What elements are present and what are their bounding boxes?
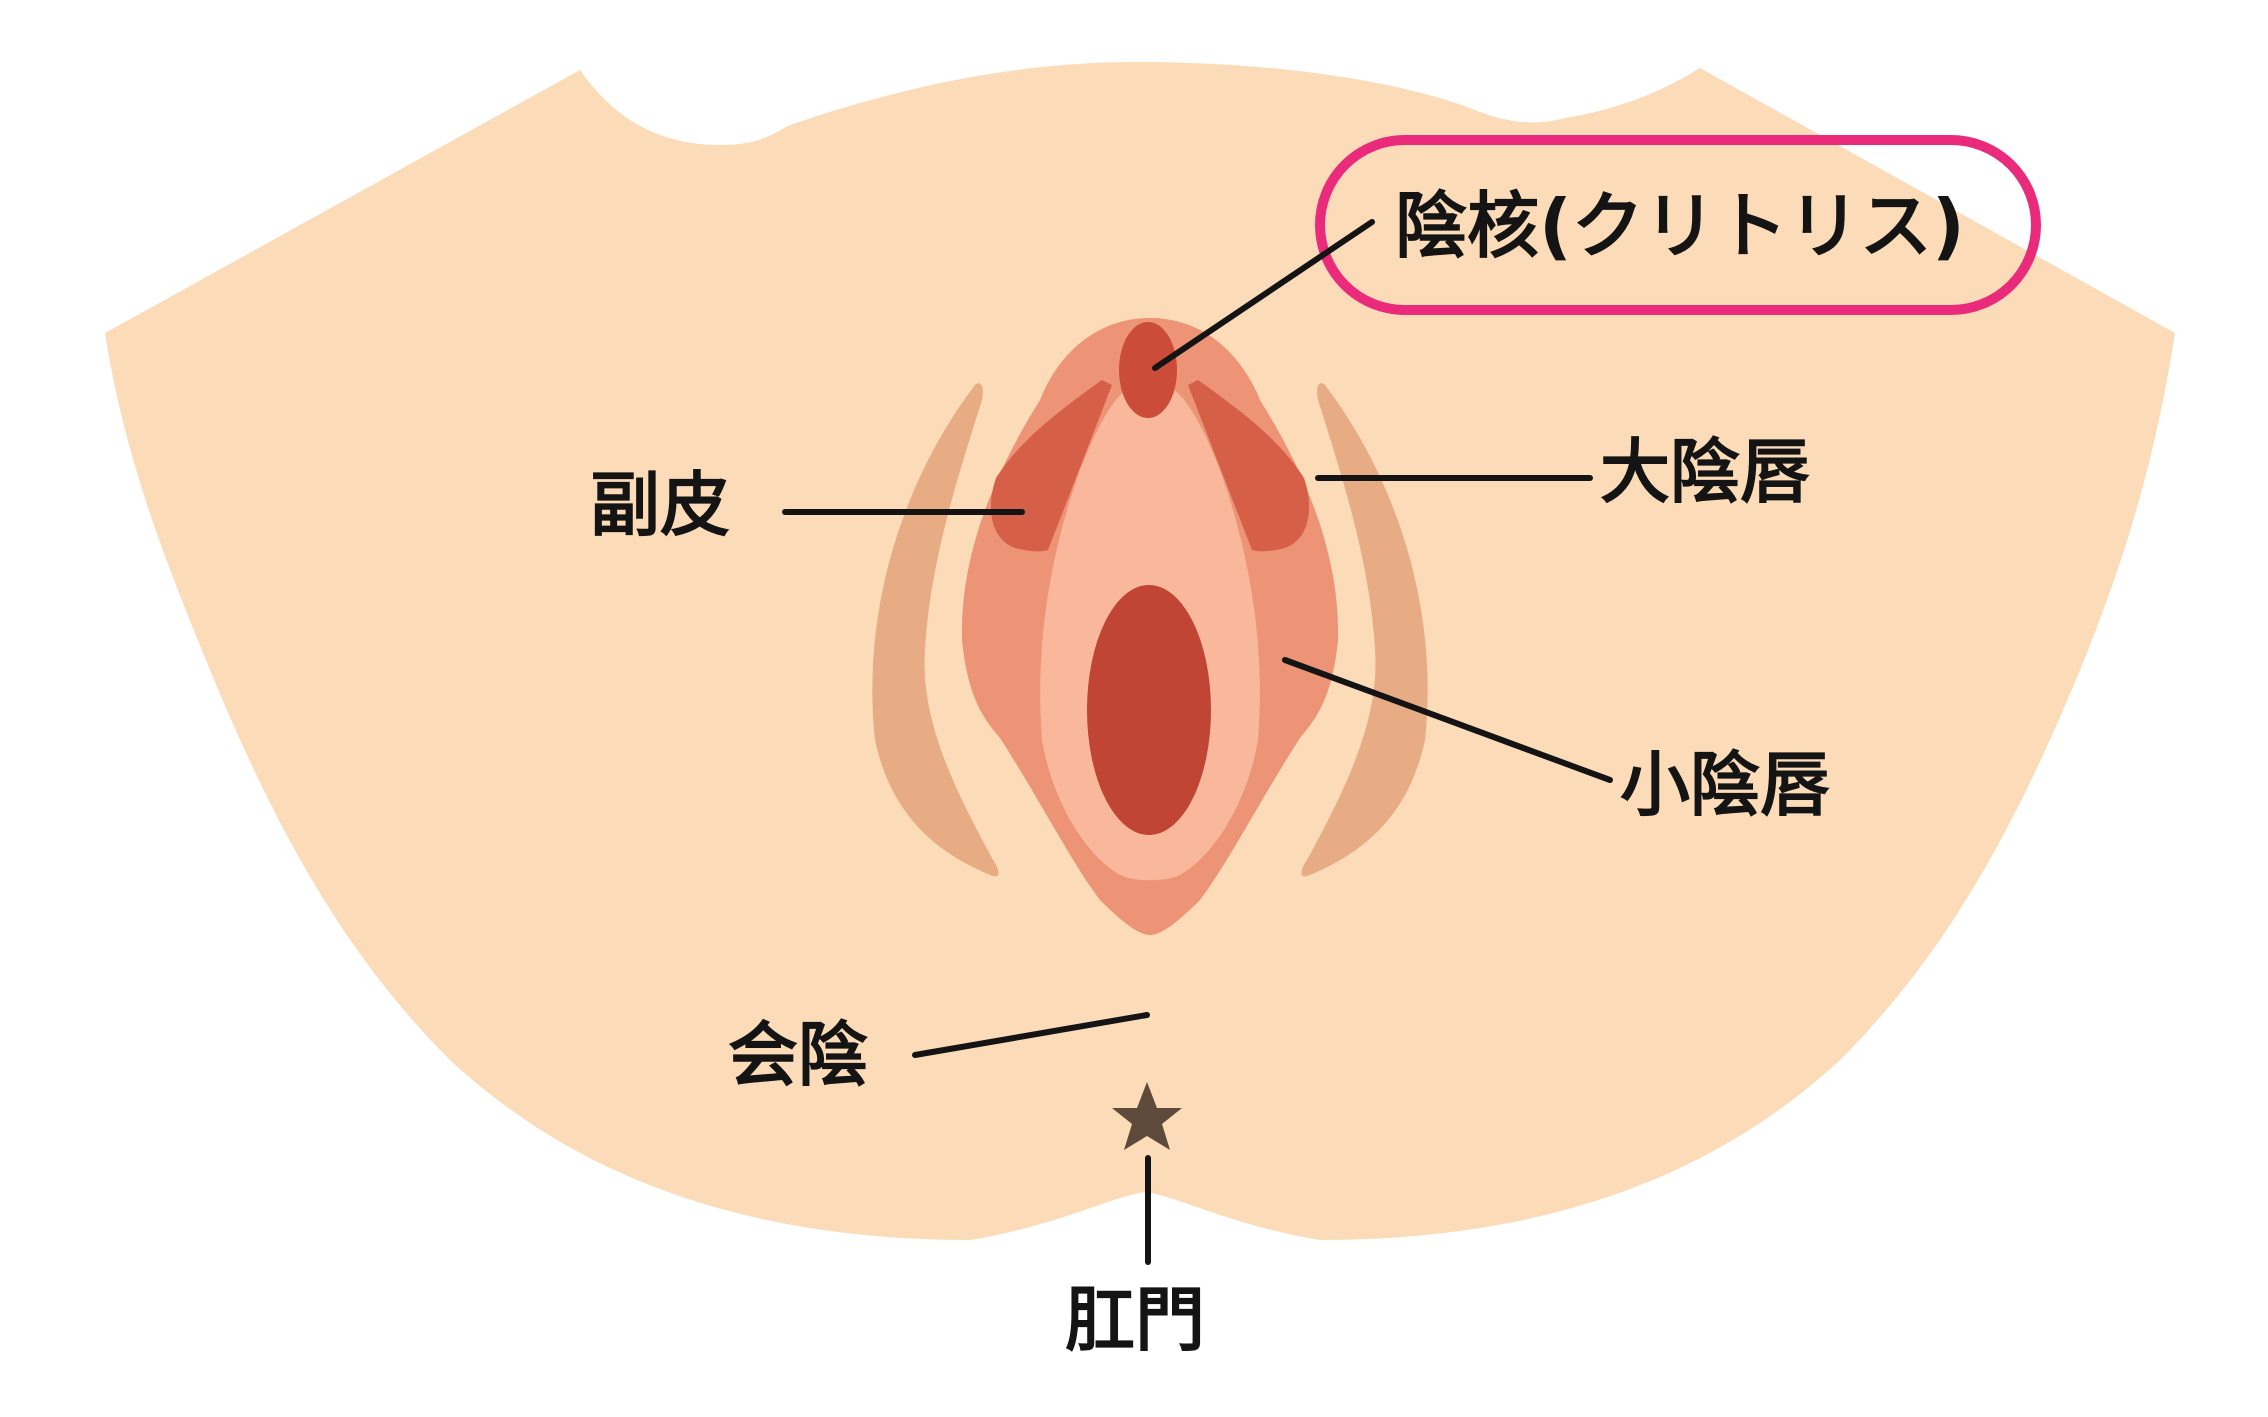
clitoris-highlight-ring — [1315, 135, 2041, 315]
leader-lines — [782, 219, 1613, 1265]
label-labia-minora: 小陰唇 — [1620, 744, 1830, 826]
labia-majora-left — [872, 383, 999, 877]
leader-line-labia-minora — [1282, 657, 1613, 783]
label-anus: 肛門 — [1065, 1279, 1205, 1361]
anus-mark — [1112, 1082, 1182, 1150]
prepuce-left — [990, 380, 1112, 552]
label-clitoris: 陰核(クリトリス) — [1395, 184, 1965, 268]
leader-line-perineum — [912, 1012, 1150, 1058]
label-perineum: 会陰 — [728, 1014, 868, 1096]
prepuce-right — [1188, 380, 1310, 552]
clitoris-mark — [1119, 322, 1177, 418]
labia-majora-right — [1301, 383, 1428, 877]
vaginal-opening — [1087, 585, 1211, 835]
label-labia-majora: 大陰唇 — [1600, 431, 1810, 513]
leader-line-clitoris — [1152, 219, 1375, 371]
label-prepuce: 副皮 — [590, 464, 730, 546]
